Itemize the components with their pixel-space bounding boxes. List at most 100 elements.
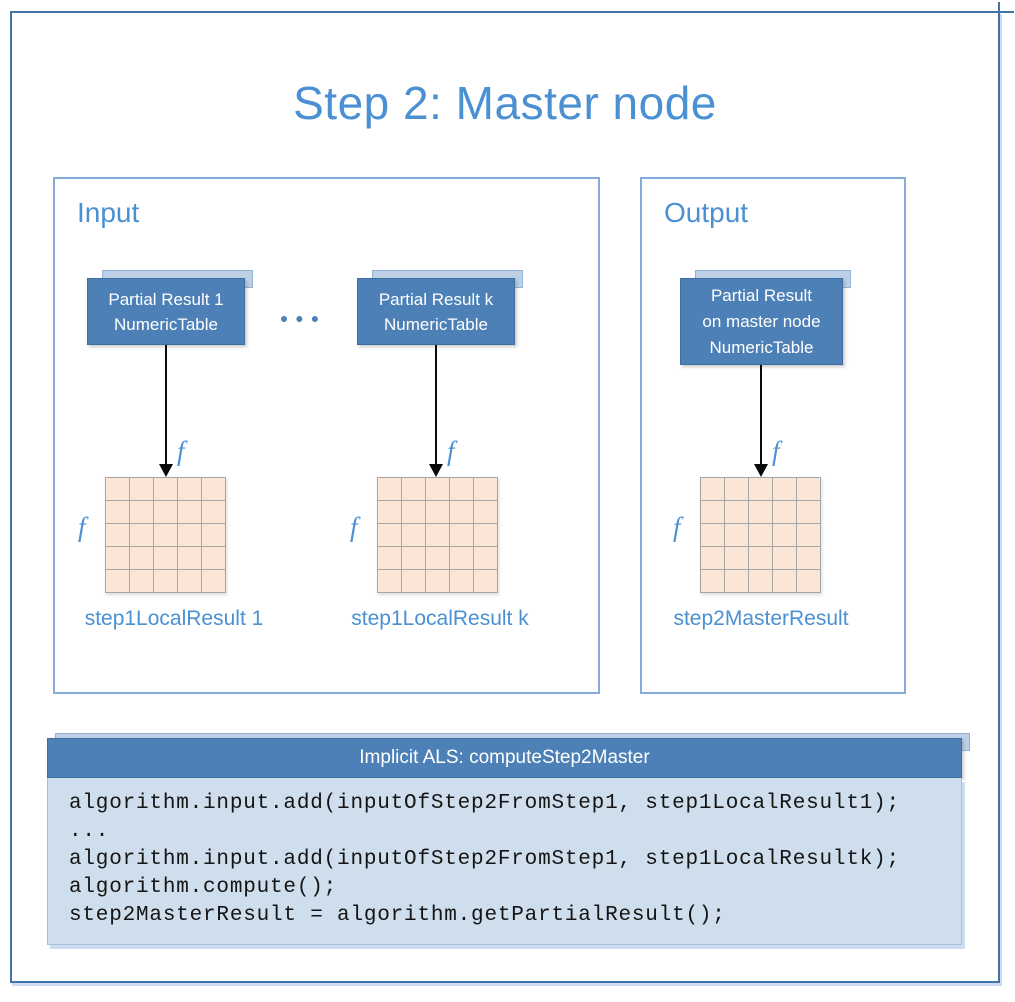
grid-cell (725, 547, 748, 569)
grid-cell (725, 570, 748, 592)
grid-cell (773, 570, 796, 592)
partial-result-k-node: Partial Result k NumericTable (357, 278, 515, 345)
node-label-line: Partial Result (710, 285, 813, 305)
grid-cell (450, 478, 473, 500)
grid-cell (178, 501, 201, 523)
grid-cell (725, 501, 748, 523)
arrow-shaft (435, 345, 437, 465)
grid-cell (130, 570, 153, 592)
input-panel-label: Input (77, 197, 140, 228)
node-label-line: NumericTable (114, 314, 218, 334)
grid-cell (426, 524, 449, 546)
grid-cell (426, 478, 449, 500)
grid-cell (106, 547, 129, 569)
grid-cell (474, 524, 497, 546)
grid-cell (378, 501, 401, 523)
grid-cell (202, 478, 225, 500)
grid-cell (749, 478, 772, 500)
grid-cell (797, 524, 820, 546)
code-line: algorithm.input.add(inputOfStep2FromStep… (69, 792, 900, 815)
row-dim-label-f: f (350, 512, 358, 542)
grid-cell (402, 547, 425, 569)
code-block: algorithm.input.add(inputOfStep2FromStep… (47, 778, 962, 945)
grid-cell (402, 570, 425, 592)
numeric-table-grid (105, 477, 226, 593)
grid-cell (202, 524, 225, 546)
down-arrow-icon (159, 345, 173, 477)
grid-cell (749, 547, 772, 569)
partial-result-1-node: Partial Result 1 NumericTable (87, 278, 245, 345)
grid-cell (178, 547, 201, 569)
arrow-shaft (760, 365, 762, 465)
code-line: step2MasterResult = algorithm.getPartial… (69, 904, 726, 927)
numeric-table-grid (377, 477, 498, 593)
grid-cell (130, 547, 153, 569)
col-dim-label-f: f (447, 436, 455, 466)
grid-cell (202, 570, 225, 592)
grid-cell (474, 570, 497, 592)
grid-cell (773, 501, 796, 523)
grid-cell (402, 524, 425, 546)
ellipsis-dots-icon: ●●● (279, 310, 327, 326)
node-label-line: NumericTable (384, 314, 488, 334)
grid-cell (701, 570, 724, 592)
grid-cell (402, 501, 425, 523)
grid-cell (378, 524, 401, 546)
grid-cell (773, 524, 796, 546)
frame-corner-line (998, 11, 1014, 13)
node-label-line: Partial Result k (378, 289, 494, 309)
grid-cell (725, 478, 748, 500)
grid-cell (450, 547, 473, 569)
node-label-line: NumericTable (709, 337, 814, 357)
grid-cell (701, 524, 724, 546)
grid-caption: step2MasterResult (673, 607, 849, 630)
grid-cell (450, 501, 473, 523)
node-label-line: Partial Result 1 (108, 289, 224, 309)
grid-cell (178, 478, 201, 500)
grid-cell (474, 547, 497, 569)
grid-cell (474, 478, 497, 500)
grid-cell (725, 524, 748, 546)
grid-cell (773, 547, 796, 569)
grid-cell (154, 570, 177, 592)
row-dim-label-f: f (673, 512, 681, 542)
down-arrow-icon (429, 345, 443, 477)
input-panel: Input (53, 177, 600, 694)
grid-cell (749, 524, 772, 546)
grid-cell (474, 501, 497, 523)
grid-cell (797, 570, 820, 592)
grid-cell (378, 547, 401, 569)
grid-cell (154, 524, 177, 546)
code-line: algorithm.compute(); (69, 876, 338, 899)
row-dim-label-f: f (78, 512, 86, 542)
grid-cell (450, 524, 473, 546)
col-dim-label-f: f (177, 436, 185, 466)
down-arrow-icon (754, 365, 768, 477)
node-label-line: on master node (702, 311, 821, 331)
code-line: algorithm.input.add(inputOfStep2FromStep… (69, 848, 900, 871)
arrow-head (754, 464, 768, 477)
grid-cell (130, 501, 153, 523)
grid-cell (178, 524, 201, 546)
partial-result-master-node: Partial Result on master node NumericTab… (680, 278, 843, 365)
grid-cell (426, 570, 449, 592)
output-panel: Output (640, 177, 906, 694)
outer-frame (10, 11, 1000, 983)
grid-cell (202, 547, 225, 569)
grid-cell (154, 547, 177, 569)
code-line: ... (69, 820, 110, 843)
grid-cell (426, 547, 449, 569)
grid-cell (749, 570, 772, 592)
grid-cell (130, 478, 153, 500)
grid-cell (402, 478, 425, 500)
grid-cell (450, 570, 473, 592)
grid-cell (701, 547, 724, 569)
code-block-header: Implicit ALS: computeStep2Master (47, 738, 962, 778)
grid-cell (378, 570, 401, 592)
col-dim-label-f: f (772, 436, 780, 466)
grid-cell (154, 501, 177, 523)
grid-caption: step1LocalResult k (351, 607, 529, 630)
grid-cell (106, 524, 129, 546)
grid-cell (749, 501, 772, 523)
